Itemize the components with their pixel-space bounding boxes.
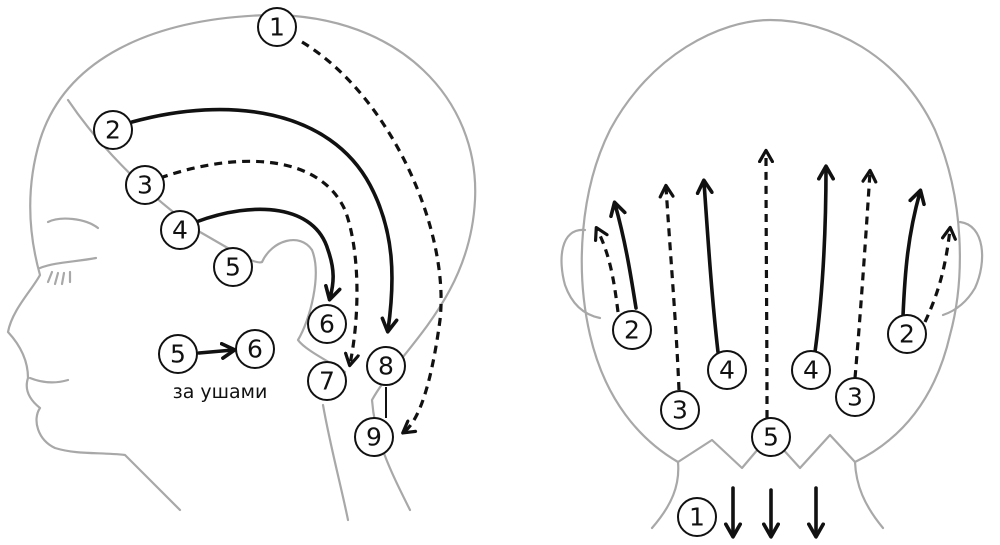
behind-ears-marker-from: 5 — [159, 335, 197, 373]
svg-text:1: 1 — [269, 13, 285, 42]
svg-text:5: 5 — [763, 423, 779, 452]
side-marker-5: 5 — [214, 248, 252, 286]
svg-text:4: 4 — [719, 356, 735, 385]
side-eyebrow — [48, 219, 98, 228]
side-marker-1: 1 — [258, 8, 296, 46]
side-behind-ear-arrow — [199, 350, 233, 353]
side-marker-3: 3 — [126, 166, 164, 204]
side-eye — [40, 258, 96, 268]
back-marker-2-left: 2 — [613, 311, 651, 349]
back-neck-left — [652, 462, 678, 528]
back-marker-3-left: 3 — [661, 391, 699, 429]
side-marker-2: 2 — [94, 111, 132, 149]
side-marker-4: 4 — [161, 211, 199, 249]
back-path-3-left — [666, 187, 679, 390]
behind-ears-caption: за ушами — [173, 381, 268, 403]
svg-text:2: 2 — [624, 316, 640, 345]
svg-text:6: 6 — [319, 310, 335, 339]
svg-text:4: 4 — [172, 216, 188, 245]
svg-text:3: 3 — [847, 383, 863, 412]
side-marker-9: 9 — [355, 418, 393, 456]
side-view: 1 2 3 4 5 6 7 8 9 5 6 за ушами — [8, 8, 475, 520]
svg-text:8: 8 — [378, 352, 394, 381]
svg-text:2: 2 — [105, 116, 121, 145]
svg-text:6: 6 — [247, 335, 263, 364]
svg-text:5: 5 — [225, 253, 241, 282]
svg-text:4: 4 — [803, 356, 819, 385]
back-path-4-right — [815, 168, 826, 352]
svg-text:1: 1 — [689, 503, 705, 532]
side-mouth — [30, 378, 68, 382]
back-path-4-left — [704, 182, 718, 352]
back-path-2-right-solid — [903, 192, 920, 316]
back-view: 1 2 2 3 3 4 4 5 — [562, 20, 983, 536]
back-path-2-left-dash — [597, 229, 618, 312]
back-marker-5: 5 — [752, 418, 790, 456]
side-marker-8: 8 — [367, 347, 405, 385]
back-marker-3-right: 3 — [836, 378, 874, 416]
back-ear-left — [562, 230, 600, 318]
side-marker-6: 6 — [308, 305, 346, 343]
back-path-2-right-dash — [925, 229, 950, 322]
behind-ears-marker-to: 6 — [236, 330, 274, 368]
svg-text:7: 7 — [319, 367, 335, 396]
svg-text:5: 5 — [170, 340, 186, 369]
back-path-3-right — [855, 172, 870, 378]
back-marker-1: 1 — [678, 498, 716, 536]
side-marker-7: 7 — [308, 362, 346, 400]
svg-text:3: 3 — [672, 396, 688, 425]
back-marker-4-left: 4 — [708, 351, 746, 389]
side-neck — [323, 405, 348, 520]
side-eyelashes — [48, 272, 70, 284]
back-marker-4-right: 4 — [792, 351, 830, 389]
svg-text:2: 2 — [899, 320, 915, 349]
back-head-outline — [582, 20, 960, 462]
svg-text:3: 3 — [137, 171, 153, 200]
back-path-2-left-solid — [615, 204, 636, 308]
back-marker-2-right: 2 — [888, 315, 926, 353]
back-neck-right — [855, 462, 883, 528]
svg-text:9: 9 — [366, 423, 382, 452]
back-path-5 — [766, 152, 767, 418]
